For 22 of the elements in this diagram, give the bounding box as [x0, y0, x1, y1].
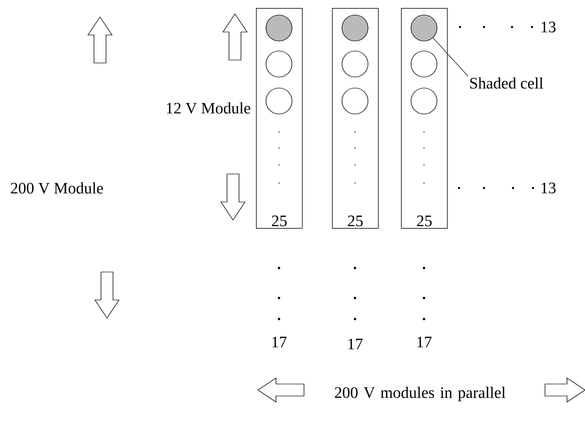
cell-count: 13: [542, 22, 556, 32]
cell-circle: [342, 88, 368, 114]
module-label: 12 V Module: [166, 102, 250, 114]
cell-circle: [266, 88, 292, 114]
module-count: 17: [417, 336, 432, 348]
cell-circle: [266, 50, 292, 78]
cell-circle: [266, 14, 292, 42]
cell-circle: [410, 14, 438, 42]
cell-circle: [410, 50, 438, 78]
module-box: 25: [401, 8, 448, 229]
module-box: 25: [256, 8, 303, 229]
cell-count: 13: [542, 182, 556, 194]
module-count: 17: [272, 336, 287, 348]
module-box: 25: [332, 8, 379, 229]
module-label: 200 V Module: [10, 182, 103, 194]
module-count: 17: [348, 338, 363, 350]
callout-label: Shaded cell: [470, 77, 544, 89]
leader-line: [432, 38, 468, 76]
caption-text: 200 V modules in parallel: [334, 386, 506, 402]
cell-circle: [342, 14, 368, 42]
cell-circle: [410, 88, 438, 114]
cell-circle: [342, 50, 368, 78]
